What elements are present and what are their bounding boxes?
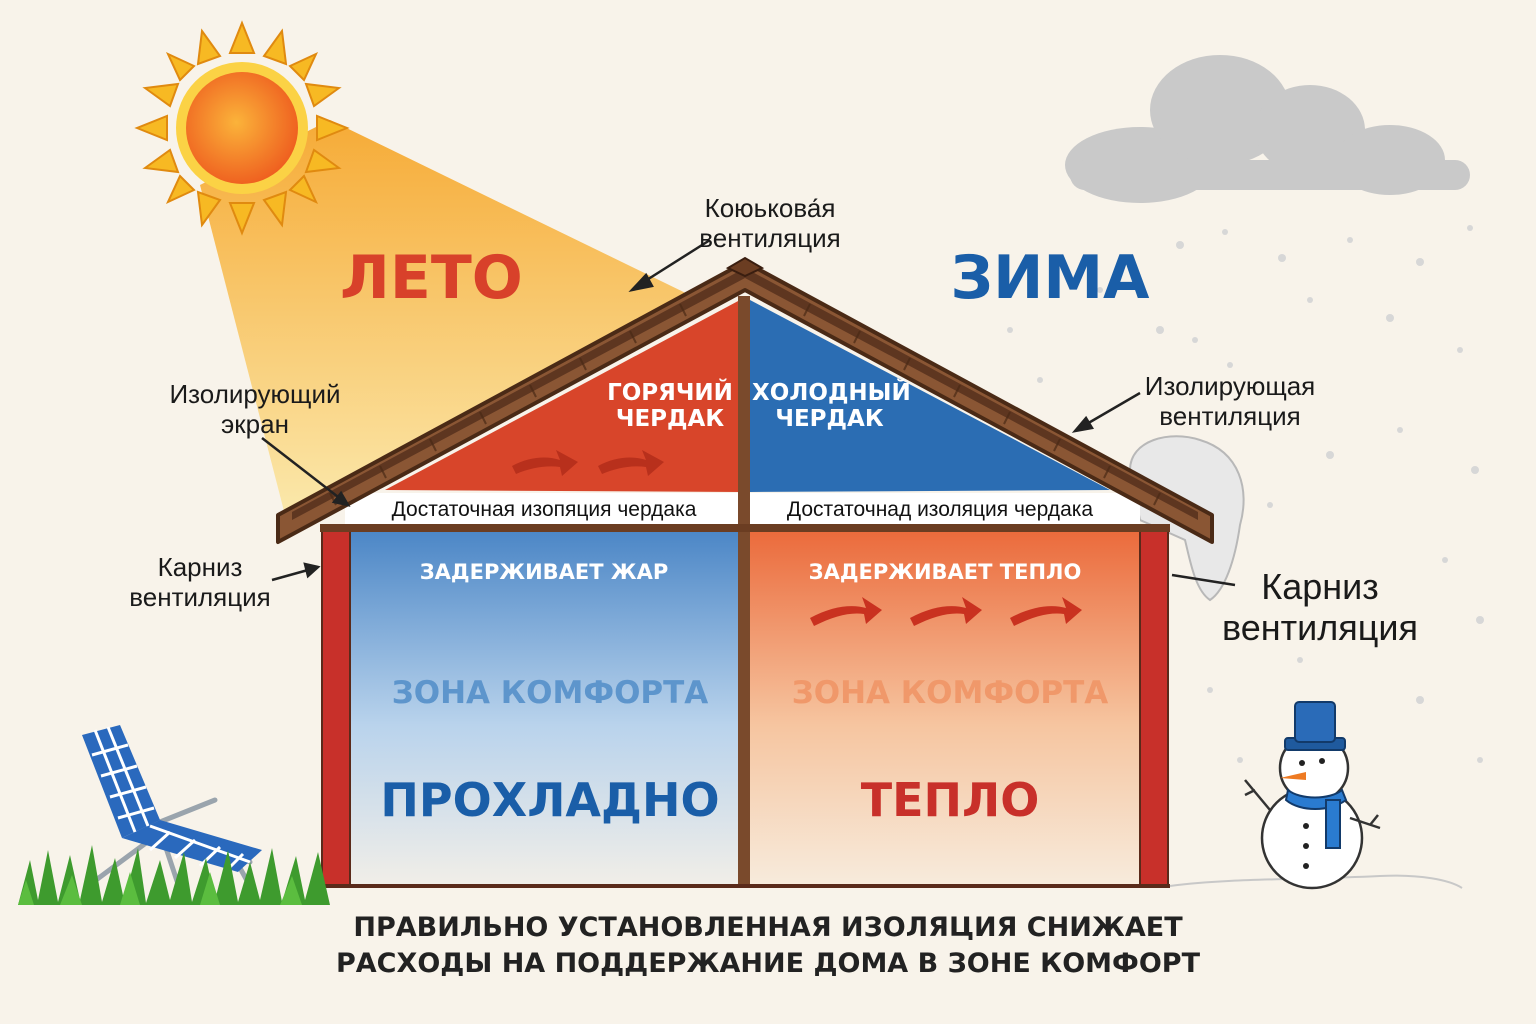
sun-beam — [200, 120, 700, 515]
eave-left-line-2: вентиляция — [129, 581, 271, 612]
left-room-top-label: ЗАДЕРЖИВАЕТ ЖАР — [419, 560, 669, 584]
cool-state-label: ПРОХЛАДНО — [380, 773, 720, 827]
eave-right-label: Карниз вентиляция — [1200, 566, 1440, 649]
ridge-vent-label: Коюькова́я вентиляция — [680, 193, 860, 254]
right-room-top-label: ЗАДЕРЖИВАЕТ ТЕПЛО — [808, 560, 1082, 584]
sun-icon — [134, 20, 350, 236]
right-comfort-zone-label: ЗОНА КОМФОРТА — [791, 675, 1109, 711]
hot-air-arrows — [512, 450, 664, 476]
winter-title: ЗИМА — [950, 243, 1150, 313]
hot-attic-line-2: ЧЕРДАК — [615, 406, 725, 433]
cold-attic — [750, 300, 1110, 492]
ridge-vent-line-2: вентиляция — [699, 222, 841, 253]
grass — [18, 845, 330, 905]
screen-label: Изолирующий экран — [150, 379, 360, 440]
cloud-icon — [1065, 55, 1470, 203]
screen-line-1: Изолирующий — [169, 379, 341, 409]
lawn-chair-icon — [82, 725, 262, 898]
ridge-vent-line-1: Коюькова́я — [704, 193, 836, 223]
hot-attic-line-1: ГОРЯЧИЙ — [607, 380, 733, 406]
cold-attic-label: ХОЛОДНЫЙ ЧЕРДАК — [752, 380, 911, 433]
insulation-left-label: Достаточная изопяция чердака — [391, 498, 697, 521]
wall-right — [1139, 527, 1169, 887]
insul-vent-line-2: вентиляция — [1159, 400, 1301, 431]
eave-left-label: Карниз вентиляция — [110, 552, 290, 613]
left-comfort-zone-label: ЗОНА КОМФОРТА — [391, 675, 709, 711]
snowman-icon — [1169, 701, 1463, 890]
wall-left — [321, 527, 351, 887]
warm-state-label: ТЕПЛО — [860, 773, 1040, 827]
hot-attic-label: ГОРЯЧИЙ ЧЕРДАК — [590, 380, 750, 433]
eave-right-line-2: вентиляция — [1222, 607, 1418, 649]
cold-attic-line-2: ЧЕРДАК — [775, 406, 884, 433]
eave-right-line-1: Карниз — [1261, 566, 1379, 607]
eave-left-line-1: Карниз — [157, 552, 243, 582]
ceiling-joist — [320, 524, 1170, 532]
insul-vent-line-1: Изолирующая — [1144, 371, 1316, 401]
footer-line-1: ПРАВИЛЬНО УСТАНОВЛЕННАЯ ИЗОЛЯЦИЯ СНИЖАЕТ — [353, 912, 1183, 943]
summer-title: ЛЕТО — [340, 243, 523, 313]
footer-caption: ПРАВИЛЬНО УСТАНОВЛЕННАЯ ИЗОЛЯЦИЯ СНИЖАЕТ… — [268, 910, 1268, 983]
warm-room — [750, 530, 1140, 885]
insul-vent-label: Изолирующая вентиляция — [1130, 371, 1330, 432]
center-stud — [738, 296, 750, 886]
footer-line-2: РАСХОДЫ НА ПОДДЕРЖАНИЕ ДОМА В ЗОНЕ КОМФО… — [336, 948, 1200, 980]
callout-arrows — [261, 238, 1236, 587]
insulation-right-label: Достаточнад изоляция чердака — [786, 498, 1094, 521]
cold-attic-line-1: ХОЛОДНЫЙ — [752, 380, 911, 406]
cool-room — [350, 530, 738, 885]
screen-line-2: экран — [221, 408, 289, 439]
snowflakes — [1007, 225, 1484, 763]
warm-air-arrows — [810, 597, 1082, 626]
hot-attic — [385, 300, 740, 492]
